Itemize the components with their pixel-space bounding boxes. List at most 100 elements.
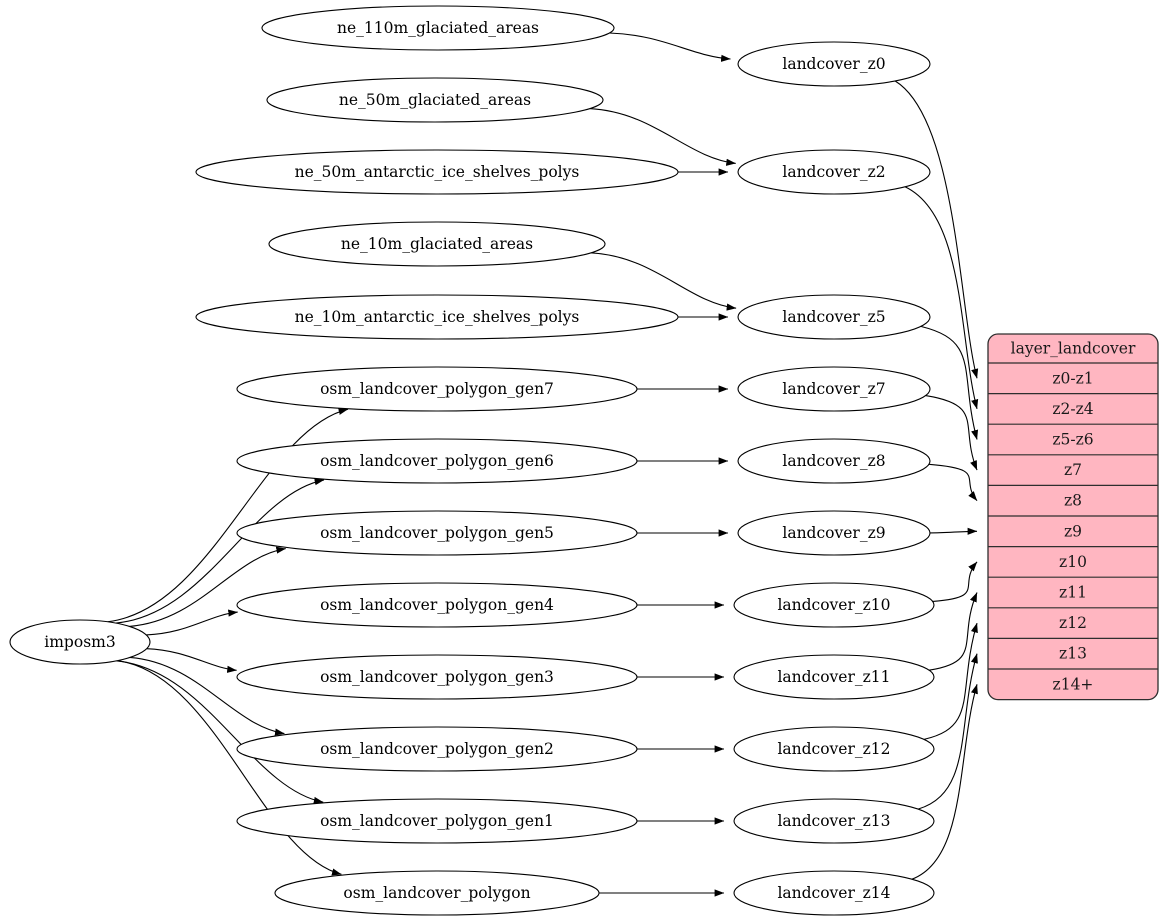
node-label: osm_landcover_polygon	[343, 884, 530, 902]
layer-landcover-table: layer_landcover z0-z1 z2-z4 z5-z6 z7 z8 z9 z10 z…	[987, 333, 1159, 701]
node-label: landcover_z11	[777, 668, 890, 686]
node-label: ne_110m_glaciated_areas	[337, 19, 539, 37]
node-ellipse	[737, 294, 931, 340]
node-ellipse	[236, 654, 638, 700]
node-osm_landcover_polygon[interactable]: osm_landcover_polygon	[274, 870, 600, 916]
node-osm_landcover_polygon_gen6[interactable]: osm_landcover_polygon_gen6	[236, 438, 638, 484]
table-row-label[interactable]: z7	[1064, 461, 1082, 479]
node-landcover_z5[interactable]: landcover_z5	[737, 294, 931, 340]
node-osm_landcover_polygon_gen2[interactable]: osm_landcover_polygon_gen2	[236, 726, 638, 772]
edge-imposm3-to-osm_landcover_polygon_gen1	[116, 660, 324, 804]
node-landcover_z8[interactable]: landcover_z8	[737, 438, 931, 484]
node-ellipse	[236, 510, 638, 556]
edge-landcover_z14-to-layer_landcover.z14+	[911, 684, 978, 880]
edge-landcover_z5-to-layer_landcover.z5-z6	[920, 325, 979, 440]
node-osm_landcover_polygon_gen3[interactable]: osm_landcover_polygon_gen3	[236, 654, 638, 700]
node-ellipse	[737, 366, 931, 412]
table-row-label[interactable]: z10	[1059, 553, 1087, 571]
node-landcover_z9[interactable]: landcover_z9	[737, 510, 931, 556]
table-row-label[interactable]: z13	[1059, 645, 1087, 663]
node-ne_110m_glaciated_areas[interactable]: ne_110m_glaciated_areas	[261, 5, 615, 51]
node-ellipse	[737, 41, 931, 87]
node-ne_50m_glaciated_areas[interactable]: ne_50m_glaciated_areas	[266, 77, 604, 123]
edge-ne_50m_glaciated_areas-to-landcover_z2	[589, 108, 736, 166]
edge-imposm3-to-osm_landcover_polygon_gen2	[129, 656, 285, 736]
node-ellipse	[236, 582, 638, 628]
node-label: imposm3	[44, 633, 115, 651]
node-ellipse	[236, 366, 638, 412]
node-ellipse	[268, 221, 606, 267]
edge-imposm3-to-osm_landcover_polygon_gen3	[146, 648, 237, 673]
node-ellipse	[236, 798, 638, 844]
edge-imposm3-to-osm_landcover_polygon_gen7	[107, 407, 349, 623]
table-header-label: layer_landcover	[1011, 340, 1136, 358]
node-label: landcover_z0	[782, 55, 885, 73]
node-landcover_z2[interactable]: landcover_z2	[737, 149, 931, 195]
node-label: landcover_z10	[777, 596, 890, 614]
node-ellipse	[236, 438, 638, 484]
edge-imposm3-to-osm_landcover_polygon_gen5	[129, 546, 286, 627]
table-row-label[interactable]: z2-z4	[1052, 400, 1093, 418]
node-label: ne_10m_glaciated_areas	[341, 235, 533, 253]
node-ne_50m_antarctic_ice_shelves_polys[interactable]: ne_50m_antarctic_ice_shelves_polys	[195, 149, 679, 195]
node-label: landcover_z9	[782, 524, 885, 542]
node-imposm3[interactable]: imposm3	[9, 619, 151, 665]
node-landcover_z11[interactable]: landcover_z11	[733, 654, 935, 700]
node-label: ne_10m_antarctic_ice_shelves_polys	[295, 308, 580, 326]
table-row-label[interactable]: z11	[1059, 584, 1087, 602]
table-row-label[interactable]: z8	[1064, 492, 1082, 510]
node-ellipse	[9, 619, 151, 665]
node-landcover_z13[interactable]: landcover_z13	[733, 798, 935, 844]
node-label: osm_landcover_polygon_gen4	[320, 596, 554, 614]
table-row-label[interactable]: z9	[1064, 522, 1082, 540]
edge-imposm3-to-osm_landcover_polygon_gen6	[116, 478, 325, 624]
node-ellipse	[737, 510, 931, 556]
node-landcover_z7[interactable]: landcover_z7	[737, 366, 931, 412]
edge-ne_10m_glaciated_areas-to-landcover_z5	[590, 252, 737, 311]
node-ne_10m_antarctic_ice_shelves_polys[interactable]: ne_10m_antarctic_ice_shelves_polys	[195, 294, 679, 340]
edge-landcover_z11-to-layer_landcover.z11	[929, 592, 978, 671]
node-osm_landcover_polygon_gen4[interactable]: osm_landcover_polygon_gen4	[236, 582, 638, 628]
table-row-label[interactable]: z14+	[1053, 675, 1094, 693]
node-ellipse	[266, 77, 604, 123]
node-label: osm_landcover_polygon_gen6	[320, 452, 554, 470]
node-label: landcover_z2	[782, 163, 885, 181]
node-ellipse	[274, 870, 600, 916]
node-ellipse	[733, 726, 935, 772]
edge-landcover_z13-to-layer_landcover.z13	[917, 653, 978, 810]
edge-ne_110m_glaciated_areas-to-landcover_z0	[609, 32, 731, 62]
edge-landcover_z12-to-layer_landcover.z12	[923, 622, 978, 740]
layer-landcover-group[interactable]: layer_landcover z0-z1 z2-z4 z5-z6 z7 z8 z9 z10 z…	[987, 333, 1159, 701]
node-osm_landcover_polygon_gen5[interactable]: osm_landcover_polygon_gen5	[236, 510, 638, 556]
node-label: osm_landcover_polygon_gen7	[320, 380, 554, 398]
node-label: ne_50m_antarctic_ice_shelves_polys	[295, 163, 580, 181]
edge-landcover_z2-to-layer_landcover.z2-z4	[904, 186, 979, 410]
node-ellipse	[195, 294, 679, 340]
node-ellipse	[261, 5, 615, 51]
node-label: landcover_z8	[782, 452, 885, 470]
node-ne_10m_glaciated_areas[interactable]: ne_10m_glaciated_areas	[268, 221, 606, 267]
edge-imposm3-to-osm_landcover_polygon_gen4	[146, 609, 238, 636]
node-layer: imposm3 ne_110m_glaciated_areas ne_50m_gla…	[9, 5, 935, 916]
node-landcover_z12[interactable]: landcover_z12	[733, 726, 935, 772]
table-row-label[interactable]: z12	[1059, 614, 1087, 632]
node-label: landcover_z5	[782, 308, 885, 326]
node-osm_landcover_polygon_gen7[interactable]: osm_landcover_polygon_gen7	[236, 366, 638, 412]
node-osm_landcover_polygon_gen1[interactable]: osm_landcover_polygon_gen1	[236, 798, 638, 844]
table-row-label[interactable]: z5-z6	[1052, 431, 1093, 449]
node-label: osm_landcover_polygon_gen1	[320, 812, 554, 830]
node-ellipse	[733, 798, 935, 844]
node-ellipse	[236, 726, 638, 772]
node-landcover_z14[interactable]: landcover_z14	[733, 870, 935, 916]
table-row-label[interactable]: z0-z1	[1052, 369, 1093, 387]
node-landcover_z10[interactable]: landcover_z10	[733, 582, 935, 628]
edge-layer	[107, 32, 979, 897]
node-label: landcover_z12	[777, 740, 890, 758]
node-landcover_z0[interactable]: landcover_z0	[737, 41, 931, 87]
edge-imposm3-to-osm_landcover_polygon	[116, 660, 342, 876]
node-ellipse	[733, 870, 935, 916]
node-ellipse	[195, 149, 679, 195]
node-label: landcover_z7	[782, 380, 885, 398]
